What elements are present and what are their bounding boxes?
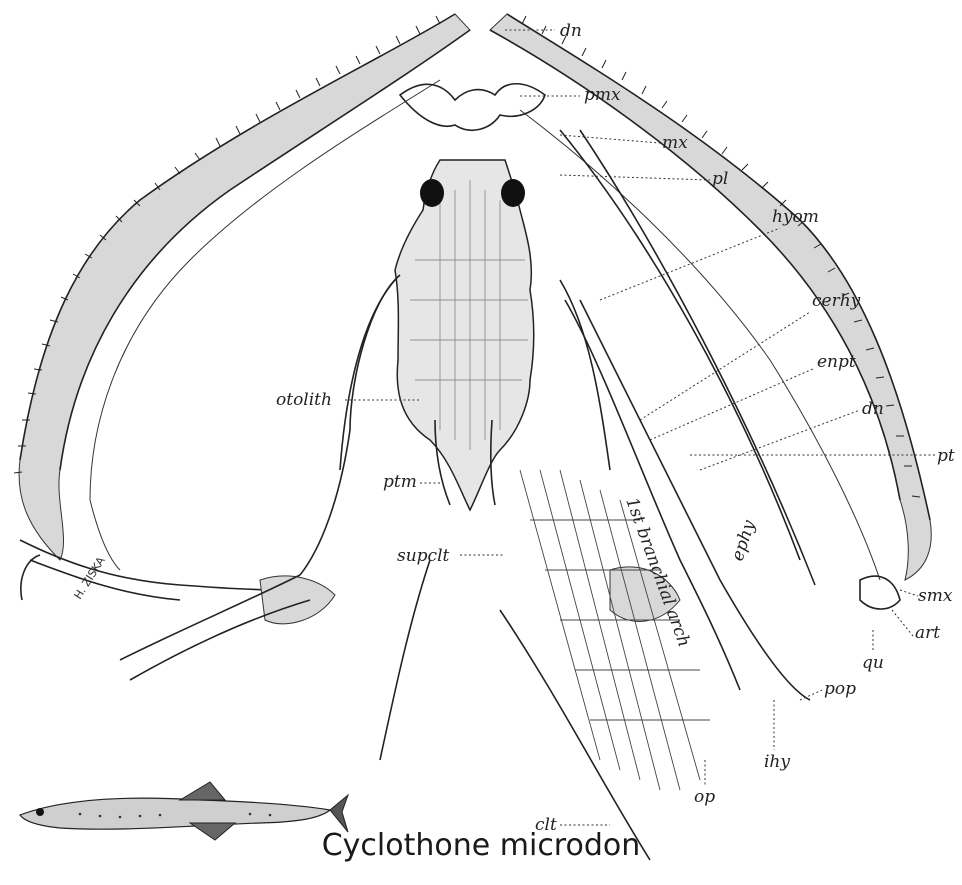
label-mx: mx	[662, 133, 688, 153]
right-eye	[501, 179, 525, 207]
label-otolith: otolith	[276, 390, 332, 410]
label-art: art	[915, 623, 940, 643]
label-ihy: ihy	[764, 752, 790, 772]
neurocranium	[395, 160, 534, 510]
label-cerhy: cerhy	[812, 291, 861, 311]
label-pl: pl	[712, 169, 728, 189]
label-supclt: supclt	[397, 546, 450, 566]
label-hyom: hyom	[772, 207, 819, 227]
label-ptm: ptm	[383, 472, 417, 492]
label-smx: smx	[918, 586, 953, 606]
label-dn-mid: dn	[862, 399, 884, 419]
articular	[860, 576, 900, 609]
left-eye	[420, 179, 444, 207]
left-suspensorium	[120, 275, 400, 680]
right-jaw	[490, 14, 931, 585]
label-ephy: ephy	[728, 518, 760, 564]
label-dn-top: dn	[560, 21, 582, 41]
label-enpt: enpt	[817, 352, 856, 372]
premaxilla	[400, 84, 545, 130]
label-pmx: pmx	[584, 85, 621, 105]
label-pt: pt	[937, 446, 955, 466]
figure-caption: Cyclothone microdon	[0, 828, 962, 863]
supracleithrum	[380, 560, 430, 760]
cleithrum	[500, 610, 650, 860]
label-qu: qu	[862, 653, 884, 673]
label-pop: pop	[824, 679, 856, 699]
label-op: op	[694, 787, 715, 807]
